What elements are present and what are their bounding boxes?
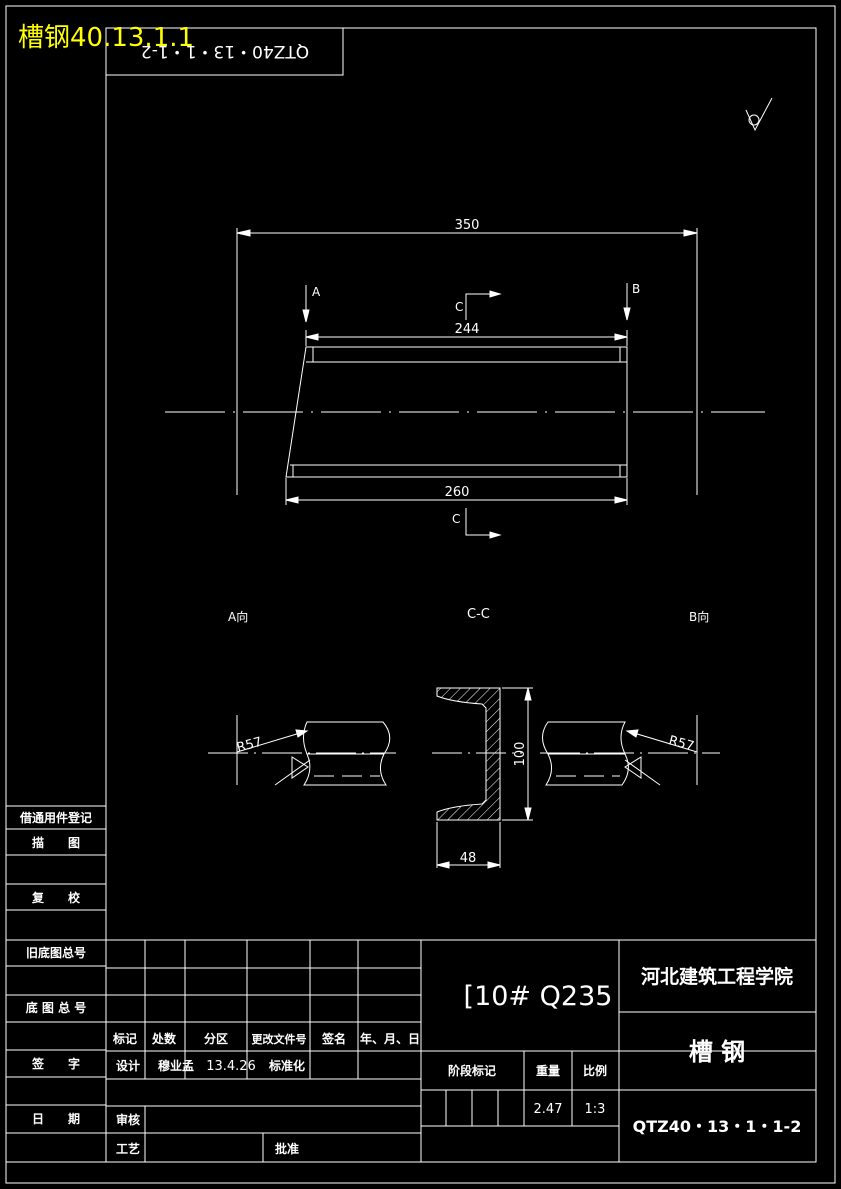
sheet-border <box>5 5 836 1184</box>
title-block-grid <box>106 939 816 1162</box>
svg-text:工艺: 工艺 <box>116 1141 140 1156</box>
dim-height: 100 <box>513 742 528 767</box>
corner-drawing-number: QTZ40・13・1・1-2 <box>141 41 309 61</box>
svg-text:标记: 标记 <box>112 1031 137 1046</box>
view-b-label: B向 <box>689 609 709 624</box>
school-name: 河北建筑工程学院 <box>641 965 793 988</box>
material-spec: [10# Q235 <box>464 981 613 1012</box>
svg-text:年、月、日: 年、月、日 <box>360 1031 420 1046</box>
svg-text:描 图: 描 图 <box>32 835 80 850</box>
section-label-c-top: C <box>455 300 463 314</box>
svg-text:阶段标记: 阶段标记 <box>448 1063 496 1078</box>
part-name: 槽 钢 <box>689 1038 745 1066</box>
main-view <box>165 228 765 539</box>
svg-text:底 图 总 号: 底 图 总 号 <box>26 1000 87 1015</box>
left-column <box>6 828 106 1134</box>
dim-top-length: 244 <box>455 322 480 337</box>
svg-text:签名: 签名 <box>321 1031 346 1046</box>
svg-text:穆业孟: 穆业孟 <box>158 1058 194 1073</box>
radius-right-label: R57 <box>667 733 696 754</box>
svg-text:处数: 处数 <box>151 1031 177 1046</box>
svg-text:签 字: 签 字 <box>31 1056 80 1071</box>
svg-text:分区: 分区 <box>204 1031 228 1046</box>
svg-text:比例: 比例 <box>583 1063 607 1078</box>
dim-bottom-length: 260 <box>445 485 470 500</box>
svg-text:批准: 批准 <box>275 1141 299 1156</box>
left-column-labels: 借通用件登记 描 图 复 校 旧底图总号 底 图 总 号 签 字 日 期 <box>19 810 92 1126</box>
view-a-label: A向 <box>228 609 248 624</box>
section-label-c-bottom: C <box>452 512 460 526</box>
svg-text:设计: 设计 <box>116 1058 140 1073</box>
dim-flange-width: 48 <box>460 851 477 866</box>
svg-text:2.47: 2.47 <box>534 1102 563 1117</box>
svg-text:日 期: 日 期 <box>32 1111 80 1126</box>
svg-text:重量: 重量 <box>536 1063 560 1078</box>
view-b: R57 <box>540 715 720 786</box>
svg-text:QTZ40・13・1・1-2: QTZ40・13・1・1-2 <box>141 41 309 61</box>
section-label-b: B <box>632 282 640 296</box>
section-label-a: A <box>312 285 321 299</box>
title-block-labels: [10# Q235 河北建筑工程学院 槽 钢 QTZ40・13・1・1-2 标记… <box>112 965 801 1156</box>
svg-text:旧底图总号: 旧底图总号 <box>26 945 86 960</box>
svg-text:标准化: 标准化 <box>268 1058 305 1073</box>
dim-overall-length: 350 <box>455 218 480 233</box>
overlay-title: 槽钢40.13.1.1 <box>18 23 194 53</box>
main-view-labels: 350 244 260 A B C C A向 C-C B向 <box>228 218 709 624</box>
svg-text:1:3: 1:3 <box>585 1102 606 1117</box>
drawing-number: QTZ40・13・1・1-2 <box>633 1117 802 1136</box>
view-cc-label: C-C <box>467 607 490 622</box>
svg-text:复 校: 复 校 <box>31 890 81 905</box>
svg-text:借通用件登记: 借通用件登记 <box>19 810 92 825</box>
roughness-symbol <box>745 97 773 132</box>
svg-text:审核: 审核 <box>116 1112 140 1127</box>
view-a: R57 <box>208 715 396 786</box>
svg-text:更改文件号: 更改文件号 <box>252 1032 307 1046</box>
radius-left-label: R57 <box>235 735 264 756</box>
section-cc: 100 48 <box>432 687 533 869</box>
svg-text:13.4.26: 13.4.26 <box>206 1059 256 1074</box>
